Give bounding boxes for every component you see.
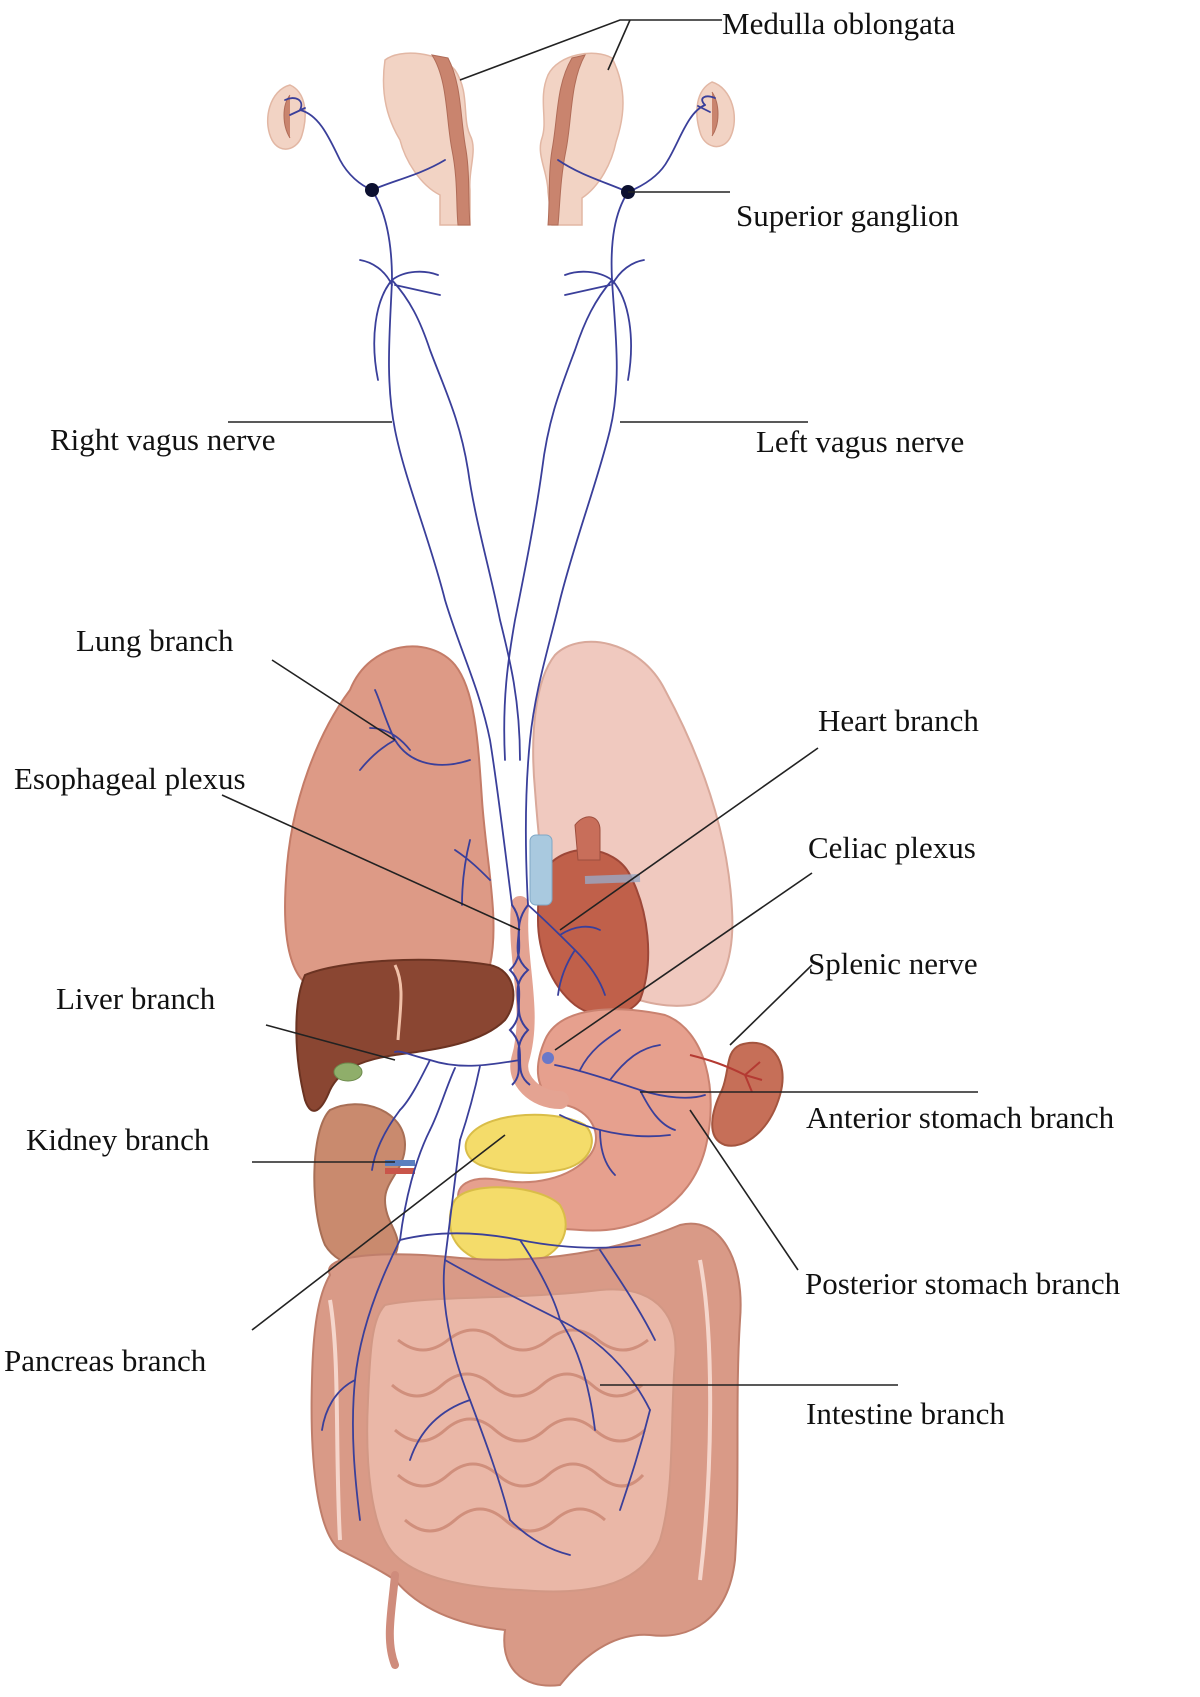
right-superior-ganglion [365,183,379,197]
label-right-vagus-nerve: Right vagus nerve [50,422,276,457]
label-kidney-branch: Kidney branch [26,1122,210,1157]
label-superior-ganglion: Superior ganglion [736,198,959,233]
pancreas [448,1113,593,1267]
label-pancreas-branch: Pancreas branch [4,1343,207,1378]
label-lung-branch: Lung branch [76,623,234,658]
kidney [313,1103,415,1269]
label-esophageal-plexus: Esophageal plexus [14,761,246,796]
label-celiac-plexus: Celiac plexus [808,830,976,865]
spleen [711,1041,784,1147]
right-brain-section [382,52,474,226]
right-ear [267,84,306,150]
label-posterior-stomach-branch: Posterior stomach branch [805,1266,1121,1301]
label-intestine-branch: Intestine branch [806,1396,1005,1431]
label-anterior-stomach-branch: Anterior stomach branch [806,1100,1115,1135]
left-ear [696,81,735,148]
right-lung [284,645,495,992]
label-splenic-nerve: Splenic nerve [808,946,978,981]
liver [295,958,515,1112]
celiac-plexus-node [542,1052,554,1064]
heart [529,816,650,1017]
label-heart-branch: Heart branch [818,703,979,738]
splenic-nerve-path [689,1054,763,1093]
intestines [310,1222,742,1687]
left-brain-section [539,52,624,226]
label-medulla-oblongata: Medulla oblongata [722,6,956,41]
leader-lines [221,19,978,1386]
label-left-vagus-nerve: Left vagus nerve [756,424,965,459]
label-liver-branch: Liver branch [56,981,216,1016]
